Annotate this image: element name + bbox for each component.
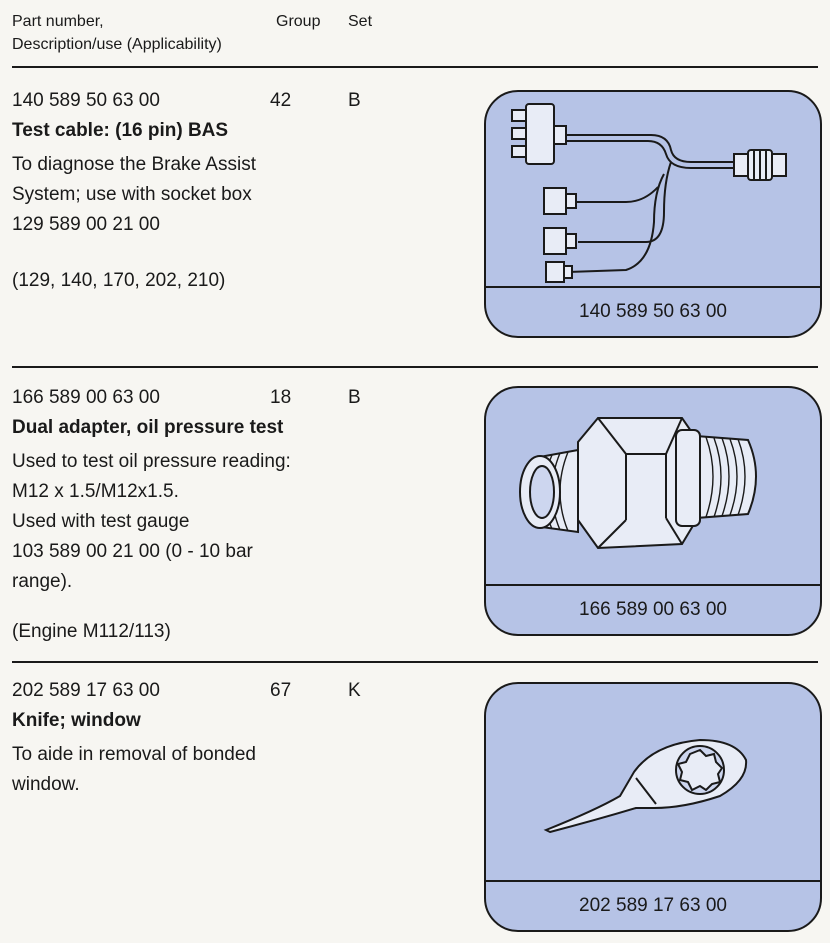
part-number: 202 589 17 63 00 [12,680,160,701]
window-knife-drawing [543,738,748,834]
tool-entry: 140 589 50 63 00 42 B Test cable: (16 pi… [12,90,822,360]
tool-title: Dual adapter, oil pressure test [12,417,284,438]
description-line: Used to test oil pressure reading: [12,451,291,472]
group-number: 18 [270,387,292,408]
entry-divider [12,661,818,663]
tool-title: Knife; window [12,710,141,731]
tool-title: Test cable: (16 pin) BAS [12,120,229,141]
description-header-line: Description/use (Applicability) [12,36,222,53]
dual-adapter-illustration: 166 589 00 63 00 [484,386,822,636]
tool-entry: 166 589 00 63 00 18 B Dual adapter, oil … [12,387,822,657]
tool-description: To diagnose the Brake Assist System; use… [12,150,342,240]
part-number: 140 589 50 63 00 [12,90,160,111]
description-line: To aide in removal of bonded [12,744,256,765]
description-line: System; use with socket box [12,184,252,205]
description-line: Used with test gauge [12,511,190,532]
applicability: (129, 140, 170, 202, 210) [12,270,226,291]
set-code: B [348,387,361,408]
group-number: 67 [270,680,292,701]
tool-description: Used to test oil pressure reading: M12 x… [12,447,342,597]
test-cable-drawing [511,103,787,283]
illustration-caption: 166 589 00 63 00 [486,584,820,634]
description-line: To diagnose the Brake Assist [12,154,256,175]
description-line: range). [12,571,73,592]
description-line: window. [12,774,80,795]
entry-divider [12,366,818,368]
header-divider [12,66,818,68]
illustration-caption: 202 589 17 63 00 [486,880,820,930]
part-number: 166 589 00 63 00 [12,387,160,408]
tool-entry: 202 589 17 63 00 67 K Knife; window To a… [12,680,822,800]
test-cable-illustration: 140 589 50 63 00 [484,90,822,338]
table-header: Part number, Description/use (Applicabil… [12,10,822,58]
window-knife-illustration: 202 589 17 63 00 [484,682,822,932]
part-number-column-header: Part number, Description/use (Applicabil… [12,10,222,56]
part-number-header-line: Part number, [12,13,104,30]
dual-adapter-drawing [519,417,757,550]
illustration-caption: 140 589 50 63 00 [486,286,820,336]
description-line: M12 x 1.5/M12x1.5. [12,481,179,502]
set-column-header: Set [348,13,373,30]
group-column-header: Group [276,13,321,30]
set-code: B [348,90,361,111]
tool-description: To aide in removal of bonded window. [12,740,342,800]
description-line: 103 589 00 21 00 (0 - 10 bar [12,541,253,562]
set-code: K [348,680,361,701]
group-number: 42 [270,90,292,111]
applicability: (Engine M112/113) [12,621,171,642]
description-line: 129 589 00 21 00 [12,214,160,235]
